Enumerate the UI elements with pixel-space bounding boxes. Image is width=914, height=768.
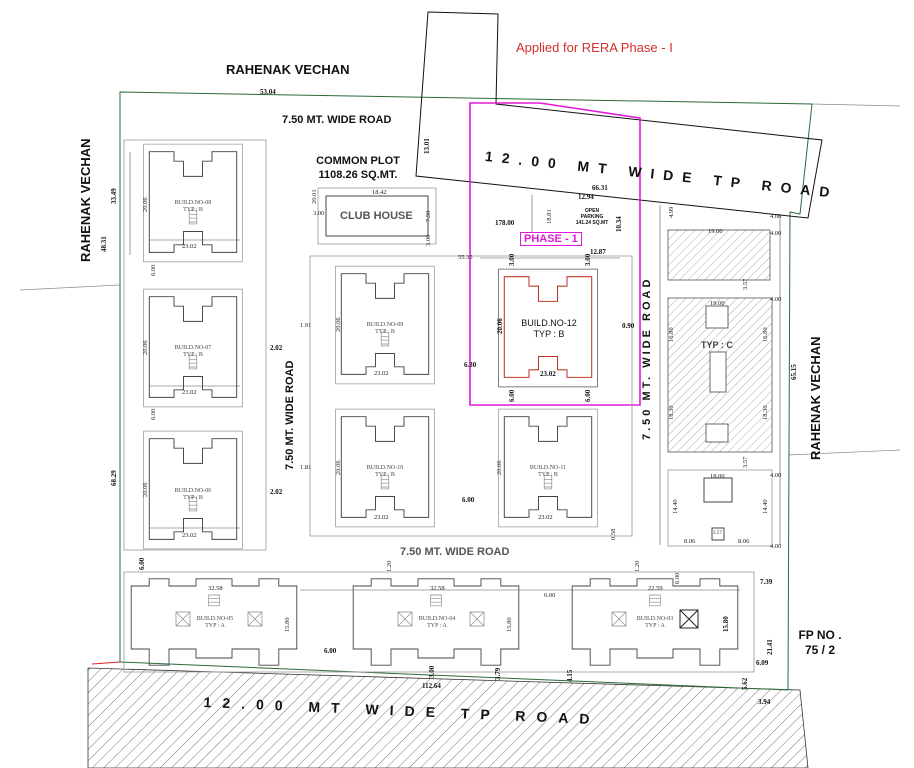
- building-05-outline: [130, 578, 298, 666]
- tp-road-top: [415, 11, 823, 219]
- boundary-red-marker: [91, 661, 121, 665]
- building-12-outline: [498, 268, 598, 388]
- boundary-extension-top-right: [811, 103, 901, 107]
- typ-c-core-2: [709, 351, 727, 393]
- typ-c-core-1: [705, 305, 729, 329]
- typ-a-cross-marks: [175, 609, 699, 629]
- building-11-outline: [498, 408, 598, 528]
- internal-block-left: [123, 139, 267, 551]
- dimension-lines: [129, 152, 781, 591]
- building-03-outline: [571, 578, 739, 666]
- boundary-extension-left: [19, 284, 121, 291]
- tp-road-bottom-hatch: [87, 667, 809, 768]
- boundary-extension-right: [787, 449, 901, 456]
- internal-block-bottom: [123, 571, 755, 673]
- building-06-outline: [143, 430, 243, 550]
- building-09-outline: [335, 265, 435, 385]
- club-house: [325, 195, 429, 237]
- typ-c-block-lower: [667, 469, 773, 547]
- common-plot-area: [317, 187, 437, 245]
- building-07-outline: [143, 288, 243, 408]
- building-10-outline: [335, 408, 435, 528]
- building-08-outline: [143, 143, 243, 263]
- building-04-outline: [352, 578, 520, 666]
- typ-c-core-3: [705, 423, 729, 443]
- internal-block-middle: [309, 255, 633, 537]
- typ-c-lower-core: [703, 477, 733, 503]
- typ-c-block-top: [667, 229, 771, 281]
- typ-c-lower-stair: [711, 527, 725, 541]
- phase-1-boundary: [469, 102, 641, 406]
